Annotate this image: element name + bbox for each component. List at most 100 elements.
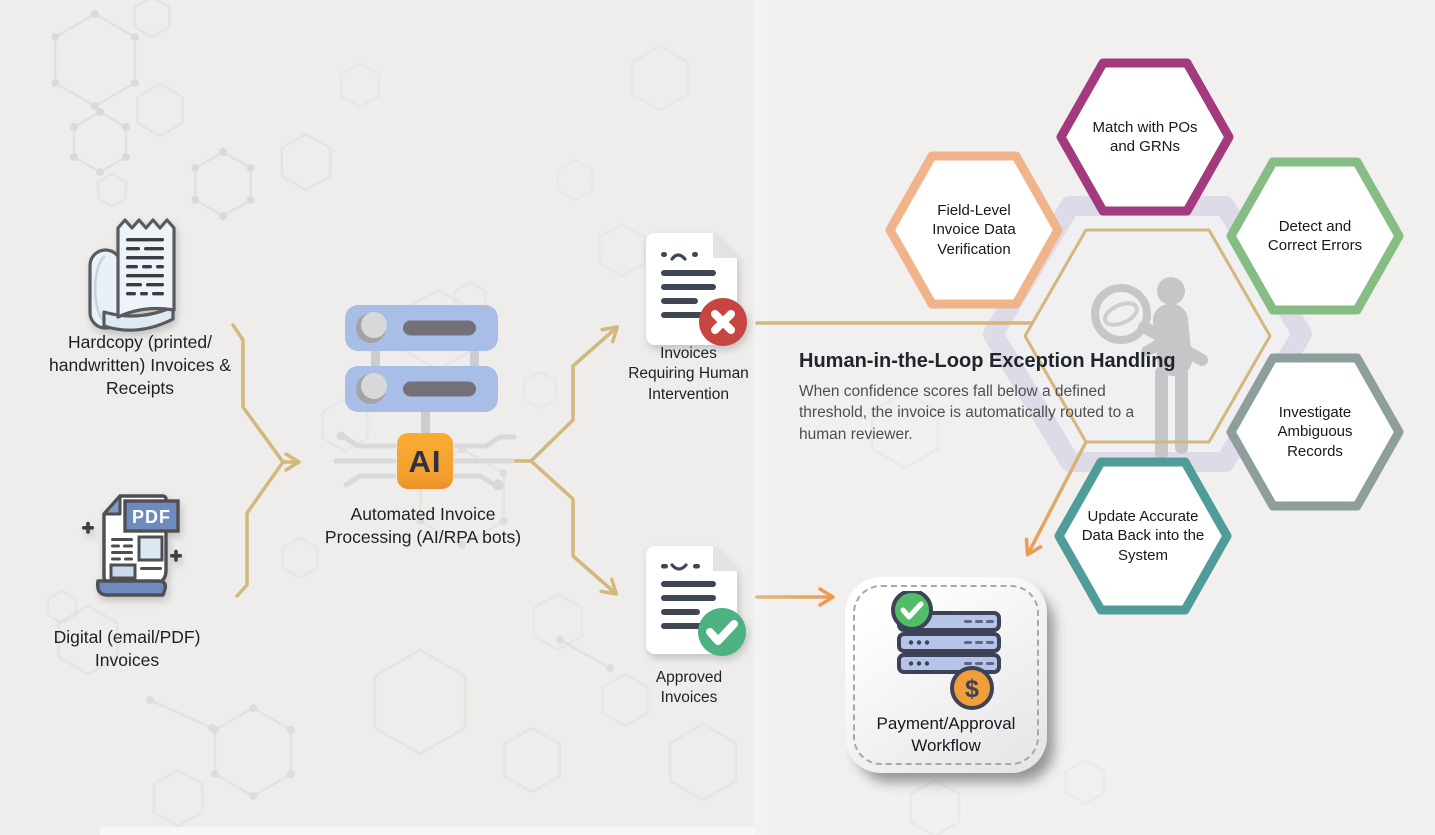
bg-hexagon-dot	[416, 517, 425, 525]
bg-hexagon-dot	[121, 153, 130, 161]
bg-hexagon-dot	[458, 541, 466, 549]
bg-hexagon	[523, 370, 557, 410]
bg-hexagon-dot	[246, 164, 255, 172]
payment-workflow-card: $ Payment/Approval Workflow	[845, 577, 1047, 773]
pdf-badge-text: PDF	[132, 507, 171, 527]
sad-face	[661, 252, 698, 261]
hexagon-update-data: Update Accurate Data Back into the Syste…	[1053, 453, 1233, 619]
dollar-coin	[950, 666, 994, 710]
circuit-traces	[333, 434, 517, 488]
bg-hexagon-dot	[51, 33, 60, 41]
hexagon-field-level-verification: Field-Level Invoice Data Verification	[884, 147, 1064, 313]
happy-face	[661, 563, 700, 571]
payment-server-icon: $	[891, 591, 1001, 710]
bg-hexagon-dot	[287, 726, 296, 734]
hexagon-investigate-ambiguous: Investigate Ambiguous Records	[1225, 349, 1405, 515]
hexagon-detect-correct-errors: Detect and Correct Errors	[1225, 153, 1405, 319]
arrow-processor-to-exception	[529, 325, 620, 463]
folded-corner	[713, 233, 737, 258]
bg-hexagon-dot	[130, 33, 139, 41]
bg-hexagon-dot	[219, 212, 227, 220]
bg-hexagon	[133, 0, 171, 39]
bg-hexagon-dot	[249, 792, 257, 800]
bg-hexagon	[136, 82, 184, 138]
ai-chip	[397, 433, 453, 489]
bg-hexagon-dot	[287, 770, 296, 778]
hexagon-border	[1226, 157, 1404, 315]
bg-hexagon-dot	[96, 108, 104, 116]
bg-hexagon	[556, 158, 594, 202]
pdf-file-icon: PDF	[82, 494, 182, 597]
bg-hexagon-dot	[219, 148, 227, 156]
ai-chip-label: AI	[409, 444, 442, 479]
payment-workflow-label: Payment/Approval Workflow	[876, 713, 1016, 755]
check-badge	[891, 591, 933, 631]
bg-hexagon-dot	[210, 770, 219, 778]
bg-hexagon-dot	[130, 79, 139, 87]
bg-hexagon-dot	[191, 196, 200, 204]
approved-branch-label: Approved Invoices	[655, 669, 723, 707]
check-icon	[900, 601, 924, 620]
hitl-title: Human-in-the-Loop Exception Handling	[799, 350, 1176, 372]
bg-hexagon-dot	[91, 102, 99, 110]
bg-hexagon	[1064, 758, 1106, 806]
hexagon-border	[1056, 58, 1234, 216]
bg-hexagon	[373, 648, 467, 756]
bg-hexagon	[339, 61, 381, 109]
dashed-border	[853, 585, 1039, 765]
bg-hexagon	[631, 44, 689, 112]
bg-hexagon-dot	[121, 123, 130, 131]
bg-hexagon	[280, 132, 332, 192]
bg-hexagon	[57, 604, 119, 676]
bg-hexagon	[870, 390, 940, 470]
ai-server-icon: AI	[333, 305, 517, 491]
bg-hexagon-dot	[246, 196, 255, 204]
bottom-strip	[100, 827, 755, 835]
server-unit-bottom	[345, 366, 498, 412]
arrow-loop-to-payment	[1024, 440, 1088, 557]
bg-hexagon	[46, 589, 78, 625]
bg-hexagon-dot	[96, 168, 104, 176]
hexagon-border	[885, 151, 1063, 309]
hardcopy-source-label: Hardcopy (printed/ handwritten) Invoices…	[49, 332, 231, 399]
bg-hexagon-dot	[191, 164, 200, 172]
bg-hexagon	[532, 592, 584, 652]
document-error-icon	[646, 233, 747, 346]
arrow-digital-to-merge	[235, 460, 285, 598]
bg-hexagon-dot	[91, 10, 99, 18]
hexagon-border	[1054, 457, 1232, 615]
bg-hexagon-dot	[499, 517, 508, 525]
check-icon	[706, 620, 738, 645]
dollar-icon: $	[965, 675, 979, 703]
document-approved-icon	[646, 546, 746, 656]
hexagon-label: Detect and Correct Errors	[1267, 217, 1363, 255]
folded-corner	[713, 546, 737, 571]
bg-hexagon	[96, 172, 128, 208]
hexagon-label: Match with POs and GRNs	[1092, 118, 1198, 156]
person-magnifier-icon	[1091, 277, 1208, 460]
bg-hexagon	[668, 722, 738, 802]
bg-hexagon	[281, 536, 319, 580]
hexagon-match-pos-grns: Match with POs and GRNs	[1055, 54, 1235, 220]
arrow-processor-to-approved	[529, 459, 619, 596]
bg-hexagon	[909, 778, 961, 835]
hexagon-label: Field-Level Invoice Data Verification	[932, 201, 1016, 258]
processor-label: Automated Invoice Processing (AI/RPA bot…	[324, 504, 522, 548]
x-icon	[711, 310, 735, 334]
hitl-description: When confidence scores fall below a defi…	[799, 383, 1135, 443]
bg-hexagon	[503, 726, 561, 794]
hexagon-border	[1226, 353, 1404, 511]
hexagon-label: Investigate Ambiguous Records	[1277, 403, 1353, 460]
bg-hexagon	[601, 672, 649, 728]
bg-hexagon-dot	[249, 704, 257, 712]
exception-branch-label: Invoices Requiring Human Intervention	[628, 345, 749, 403]
plus-decoration	[82, 521, 182, 562]
panel-seam	[753, 0, 767, 835]
digital-source-label: Digital (email/PDF) Invoices	[53, 627, 201, 671]
hexagon-label: Update Accurate Data Back into the Syste…	[1081, 507, 1205, 564]
arrow-hardcopy-to-merge	[231, 323, 285, 464]
bg-hexagon	[152, 768, 204, 828]
server-unit-top	[345, 305, 498, 351]
bg-hexagon-dot	[70, 123, 79, 131]
